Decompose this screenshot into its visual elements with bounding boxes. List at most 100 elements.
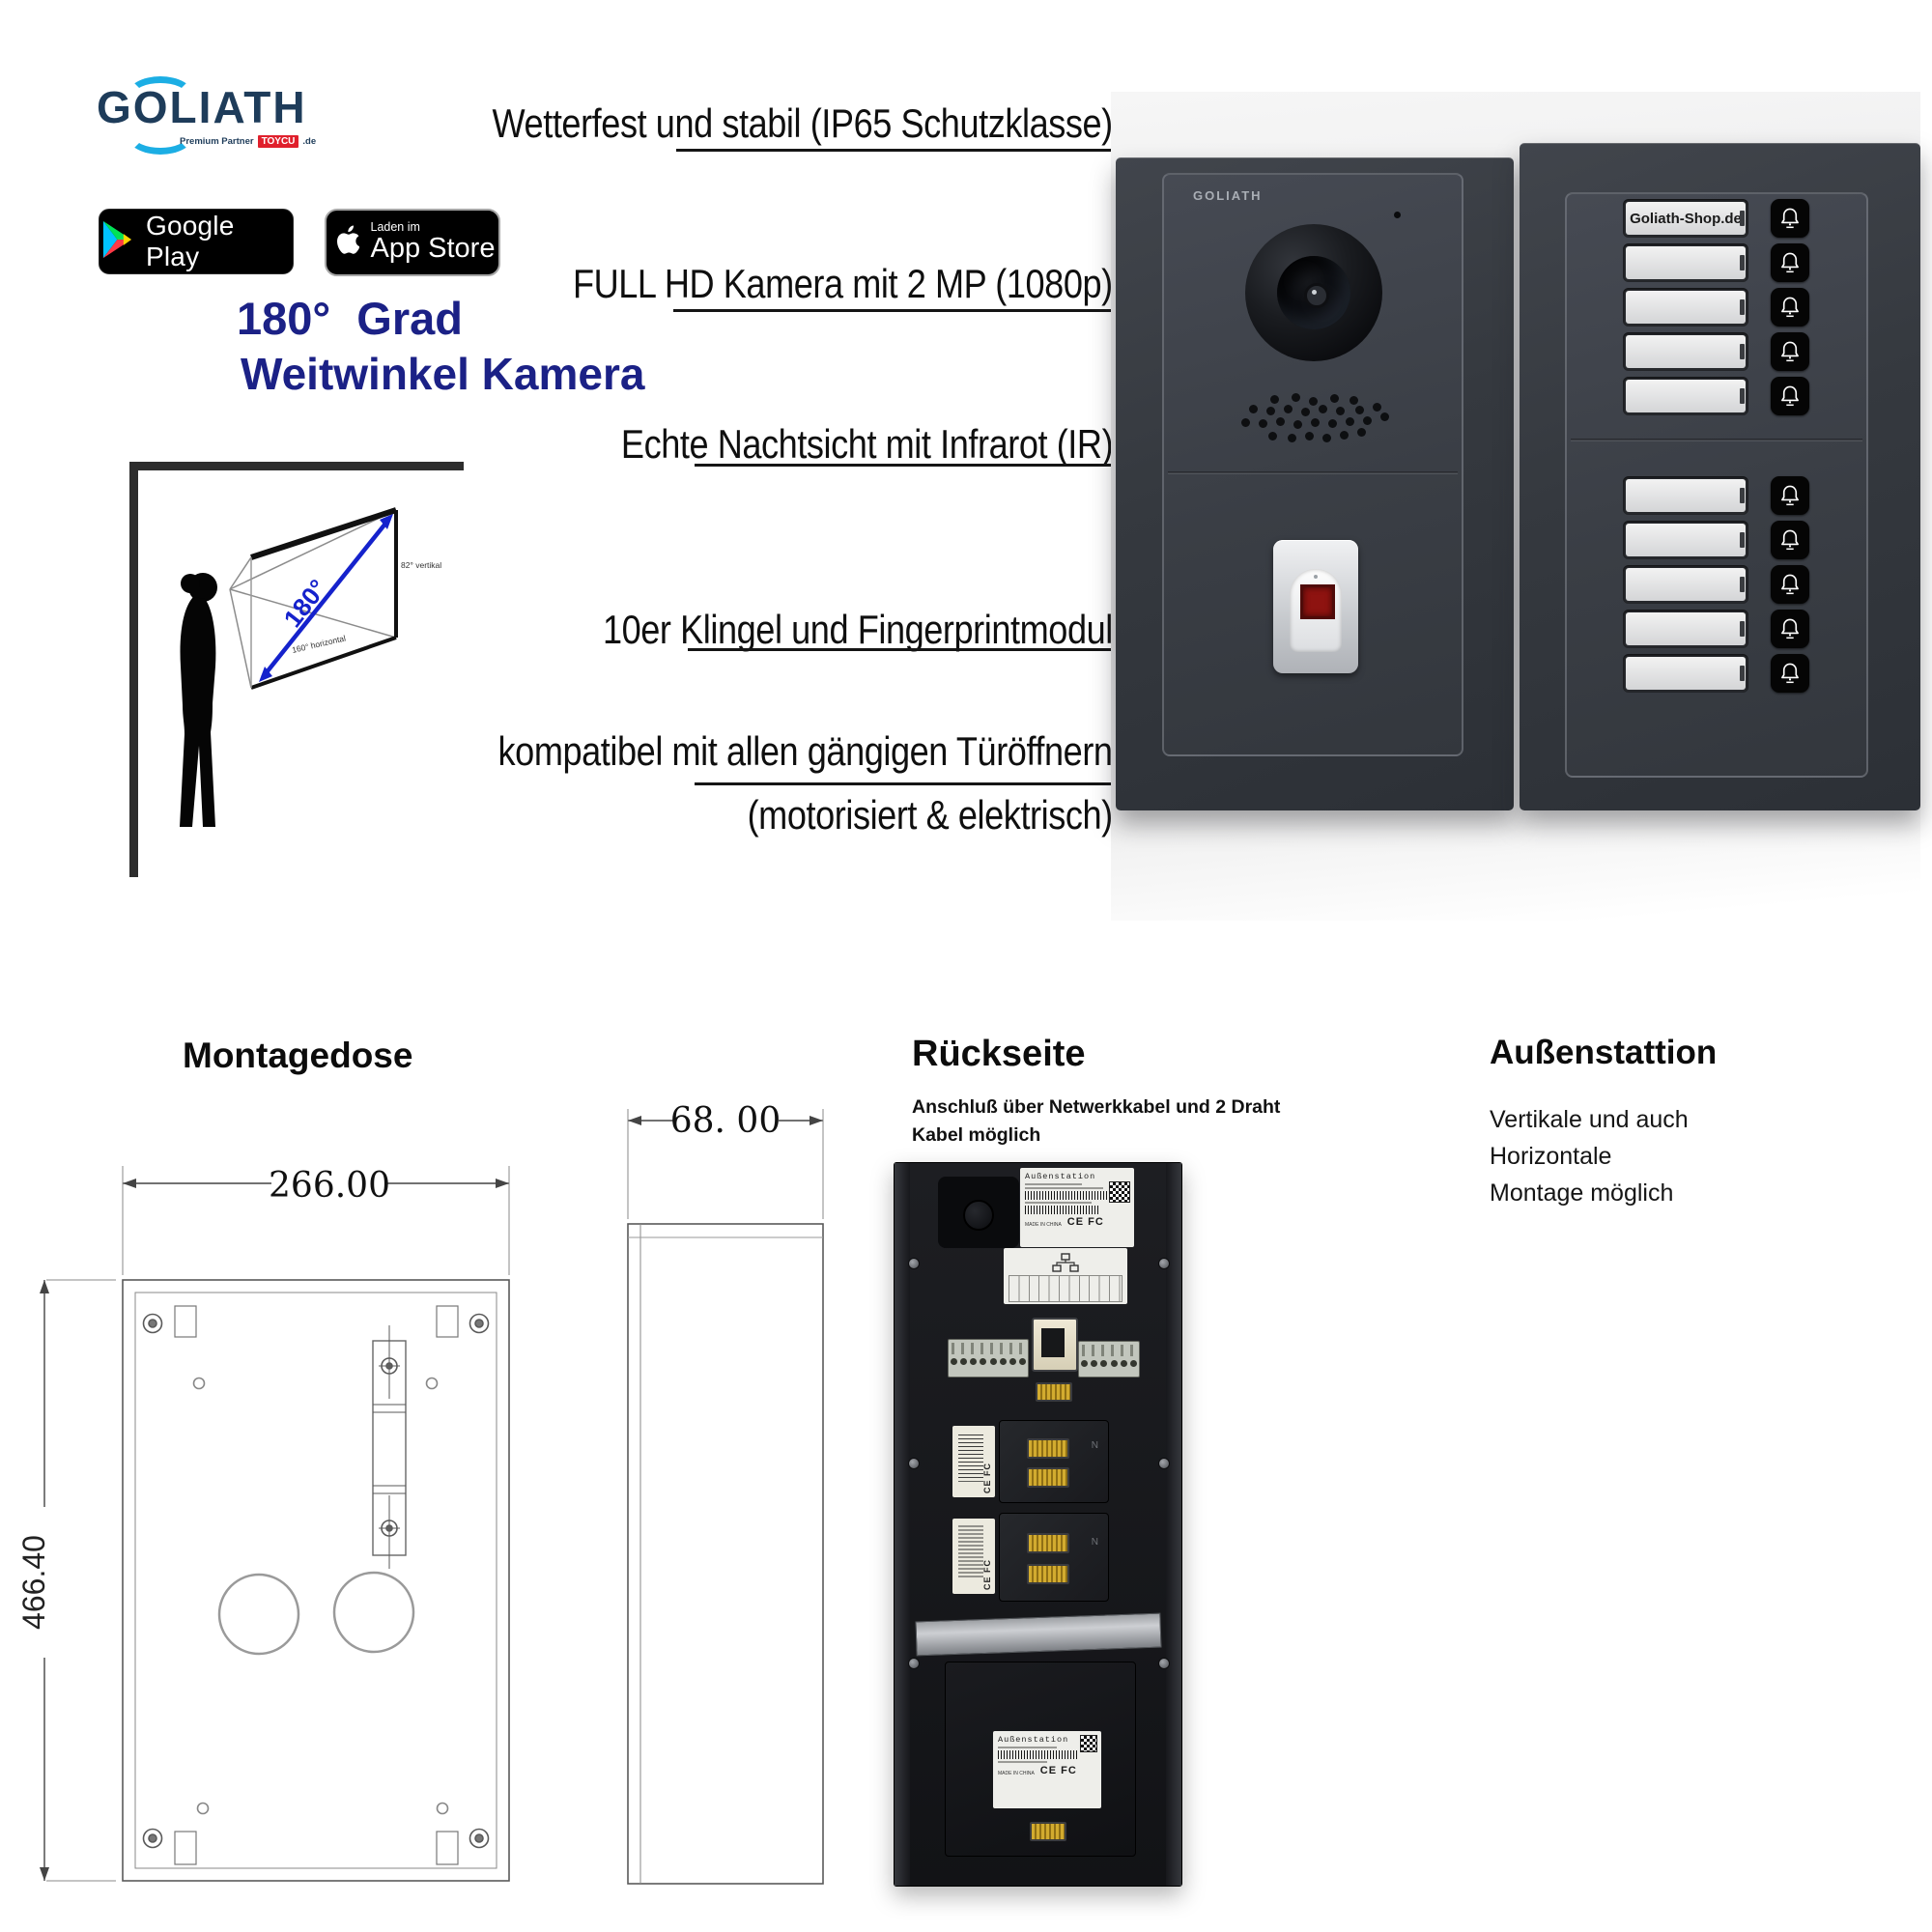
nameplate-label: Goliath-Shop.de xyxy=(1630,210,1742,227)
nameplate xyxy=(1623,521,1748,559)
nameplate xyxy=(1623,243,1748,282)
nameplate xyxy=(1623,654,1748,693)
camera-back-knob xyxy=(963,1200,994,1231)
camera-module: GOLIATH xyxy=(1116,157,1514,810)
person-silhouette xyxy=(180,573,217,827)
google-play-label: Google Play xyxy=(146,211,235,271)
doorbell-row xyxy=(1567,610,1866,648)
nameplate xyxy=(1623,610,1748,648)
aussenstation-line1: Vertikale und auch xyxy=(1490,1106,1689,1133)
back-side-photo: Außenstation MADE IN CHINA CE FC xyxy=(894,1162,1182,1887)
feature-tueroeffner-2: (motorisiert & elektrisch) xyxy=(747,792,1114,838)
bell-button xyxy=(1771,377,1809,415)
module-mini-label: CE FC xyxy=(952,1519,995,1594)
camera-faceplate: GOLIATH xyxy=(1162,173,1463,756)
made-in-text: MADE IN CHINA xyxy=(998,1771,1035,1776)
bell-icon xyxy=(1781,208,1799,229)
nameplate-notch xyxy=(1740,299,1745,315)
door-station-photo: GOLIATH xyxy=(1111,92,1920,921)
feature-fullhd: FULL HD Kamera mit 2 MP (1080p) xyxy=(573,261,1113,306)
wall-line-horizontal xyxy=(129,462,464,470)
bell-icon xyxy=(1781,297,1799,318)
fingerprint-window xyxy=(1290,569,1342,652)
bell-button xyxy=(1771,243,1809,282)
bell-icon xyxy=(1781,574,1799,595)
barcode xyxy=(1025,1191,1115,1200)
qr-code xyxy=(1080,1735,1097,1752)
fingerprint-led xyxy=(1314,575,1318,579)
bell-icon xyxy=(1781,252,1799,273)
spec-label-title: Außenstation xyxy=(1025,1172,1096,1181)
underline xyxy=(676,149,1113,152)
dim-height: 466.40 xyxy=(16,1535,51,1630)
doorbell-row xyxy=(1567,654,1866,693)
underline xyxy=(673,309,1113,312)
terminal-block-right xyxy=(1078,1341,1140,1378)
nameplate xyxy=(1623,565,1748,604)
underline xyxy=(695,782,1113,785)
camera-dome xyxy=(1245,224,1382,361)
nameplate-notch xyxy=(1740,577,1745,592)
doorbell-row xyxy=(1567,332,1866,371)
bell-button xyxy=(1771,521,1809,559)
spec-label-bottom: Außenstation MADE IN CHINA CE FC xyxy=(993,1731,1101,1808)
microphone-hole xyxy=(1394,212,1401,218)
logo-arc-top-icon xyxy=(128,76,193,113)
made-in-text: MADE IN CHINA xyxy=(1025,1222,1062,1228)
rueckseite-note: Anschluß über Netwerkkabel und 2 Draht K… xyxy=(912,1094,1280,1151)
gold-connector xyxy=(1027,1564,1069,1584)
ce-fcc-mark: CE FC xyxy=(1066,1216,1104,1228)
bell-button xyxy=(1771,476,1809,515)
bell-icon xyxy=(1781,663,1799,684)
tagline-prefix: Premium Partner xyxy=(180,136,254,147)
bell-button xyxy=(1771,199,1809,238)
nameplate xyxy=(1623,377,1748,415)
terminal-pinout-table xyxy=(1009,1275,1122,1302)
bell-icon xyxy=(1781,618,1799,639)
gold-connector xyxy=(1027,1438,1069,1459)
module-mini-label: CE FC xyxy=(952,1426,995,1497)
bell-button xyxy=(1771,565,1809,604)
nameplate-notch xyxy=(1740,211,1745,226)
frame-edge xyxy=(1166,1163,1181,1886)
bell-button xyxy=(1771,332,1809,371)
app-store-badge[interactable]: Laden im App Store xyxy=(325,209,500,276)
gold-connector xyxy=(1027,1467,1069,1488)
bell-button xyxy=(1771,654,1809,693)
camera-back-housing xyxy=(938,1177,1019,1248)
logo-arc-bottom-icon xyxy=(128,118,193,155)
aussenstation-line2: Horizontale xyxy=(1490,1143,1612,1170)
dim-width: 266.00 xyxy=(269,1166,390,1206)
nameplate-notch xyxy=(1740,532,1745,548)
spec-label-top: Außenstation MADE IN CHINA CE FC xyxy=(1020,1168,1134,1247)
bell-icon xyxy=(1781,485,1799,506)
tagline-suffix: .de xyxy=(302,136,317,147)
nameplate xyxy=(1623,332,1748,371)
mounting-box-drawing: 266.00 466.40 68. 00 xyxy=(16,1101,824,1885)
doorbell-row xyxy=(1567,521,1866,559)
feature-klingel: 10er Klingel und Fingerprintmodul xyxy=(603,607,1113,652)
barcode xyxy=(998,1750,1077,1759)
feature-tueroeffner: kompatibel mit allen gängigen Türöffnern xyxy=(497,728,1113,774)
speaker-grille xyxy=(1241,393,1389,443)
panel-groove xyxy=(1168,471,1458,474)
doorbell-row: Goliath-Shop.de xyxy=(1567,199,1866,238)
doorbell-row xyxy=(1567,288,1866,327)
lens-pupil xyxy=(1304,283,1329,308)
tagline-badge: TOYCU xyxy=(257,135,299,148)
nameplate-notch xyxy=(1740,621,1745,637)
relay-module: N xyxy=(999,1420,1109,1503)
faceplate-logo: GOLIATH xyxy=(1193,188,1263,203)
camera-lens xyxy=(1277,256,1350,329)
google-play-badge[interactable]: Google Play xyxy=(99,209,294,274)
headline-180-grad: 180° Grad xyxy=(237,293,463,344)
doorbell-row xyxy=(1567,476,1866,515)
screw xyxy=(1158,1458,1170,1469)
bell-icon xyxy=(1781,529,1799,551)
doorbell-row xyxy=(1567,377,1866,415)
wall-line-vertical xyxy=(129,462,138,877)
underline xyxy=(688,648,1115,651)
fingerprint-sensor xyxy=(1300,584,1335,619)
nameplate xyxy=(1623,288,1748,327)
